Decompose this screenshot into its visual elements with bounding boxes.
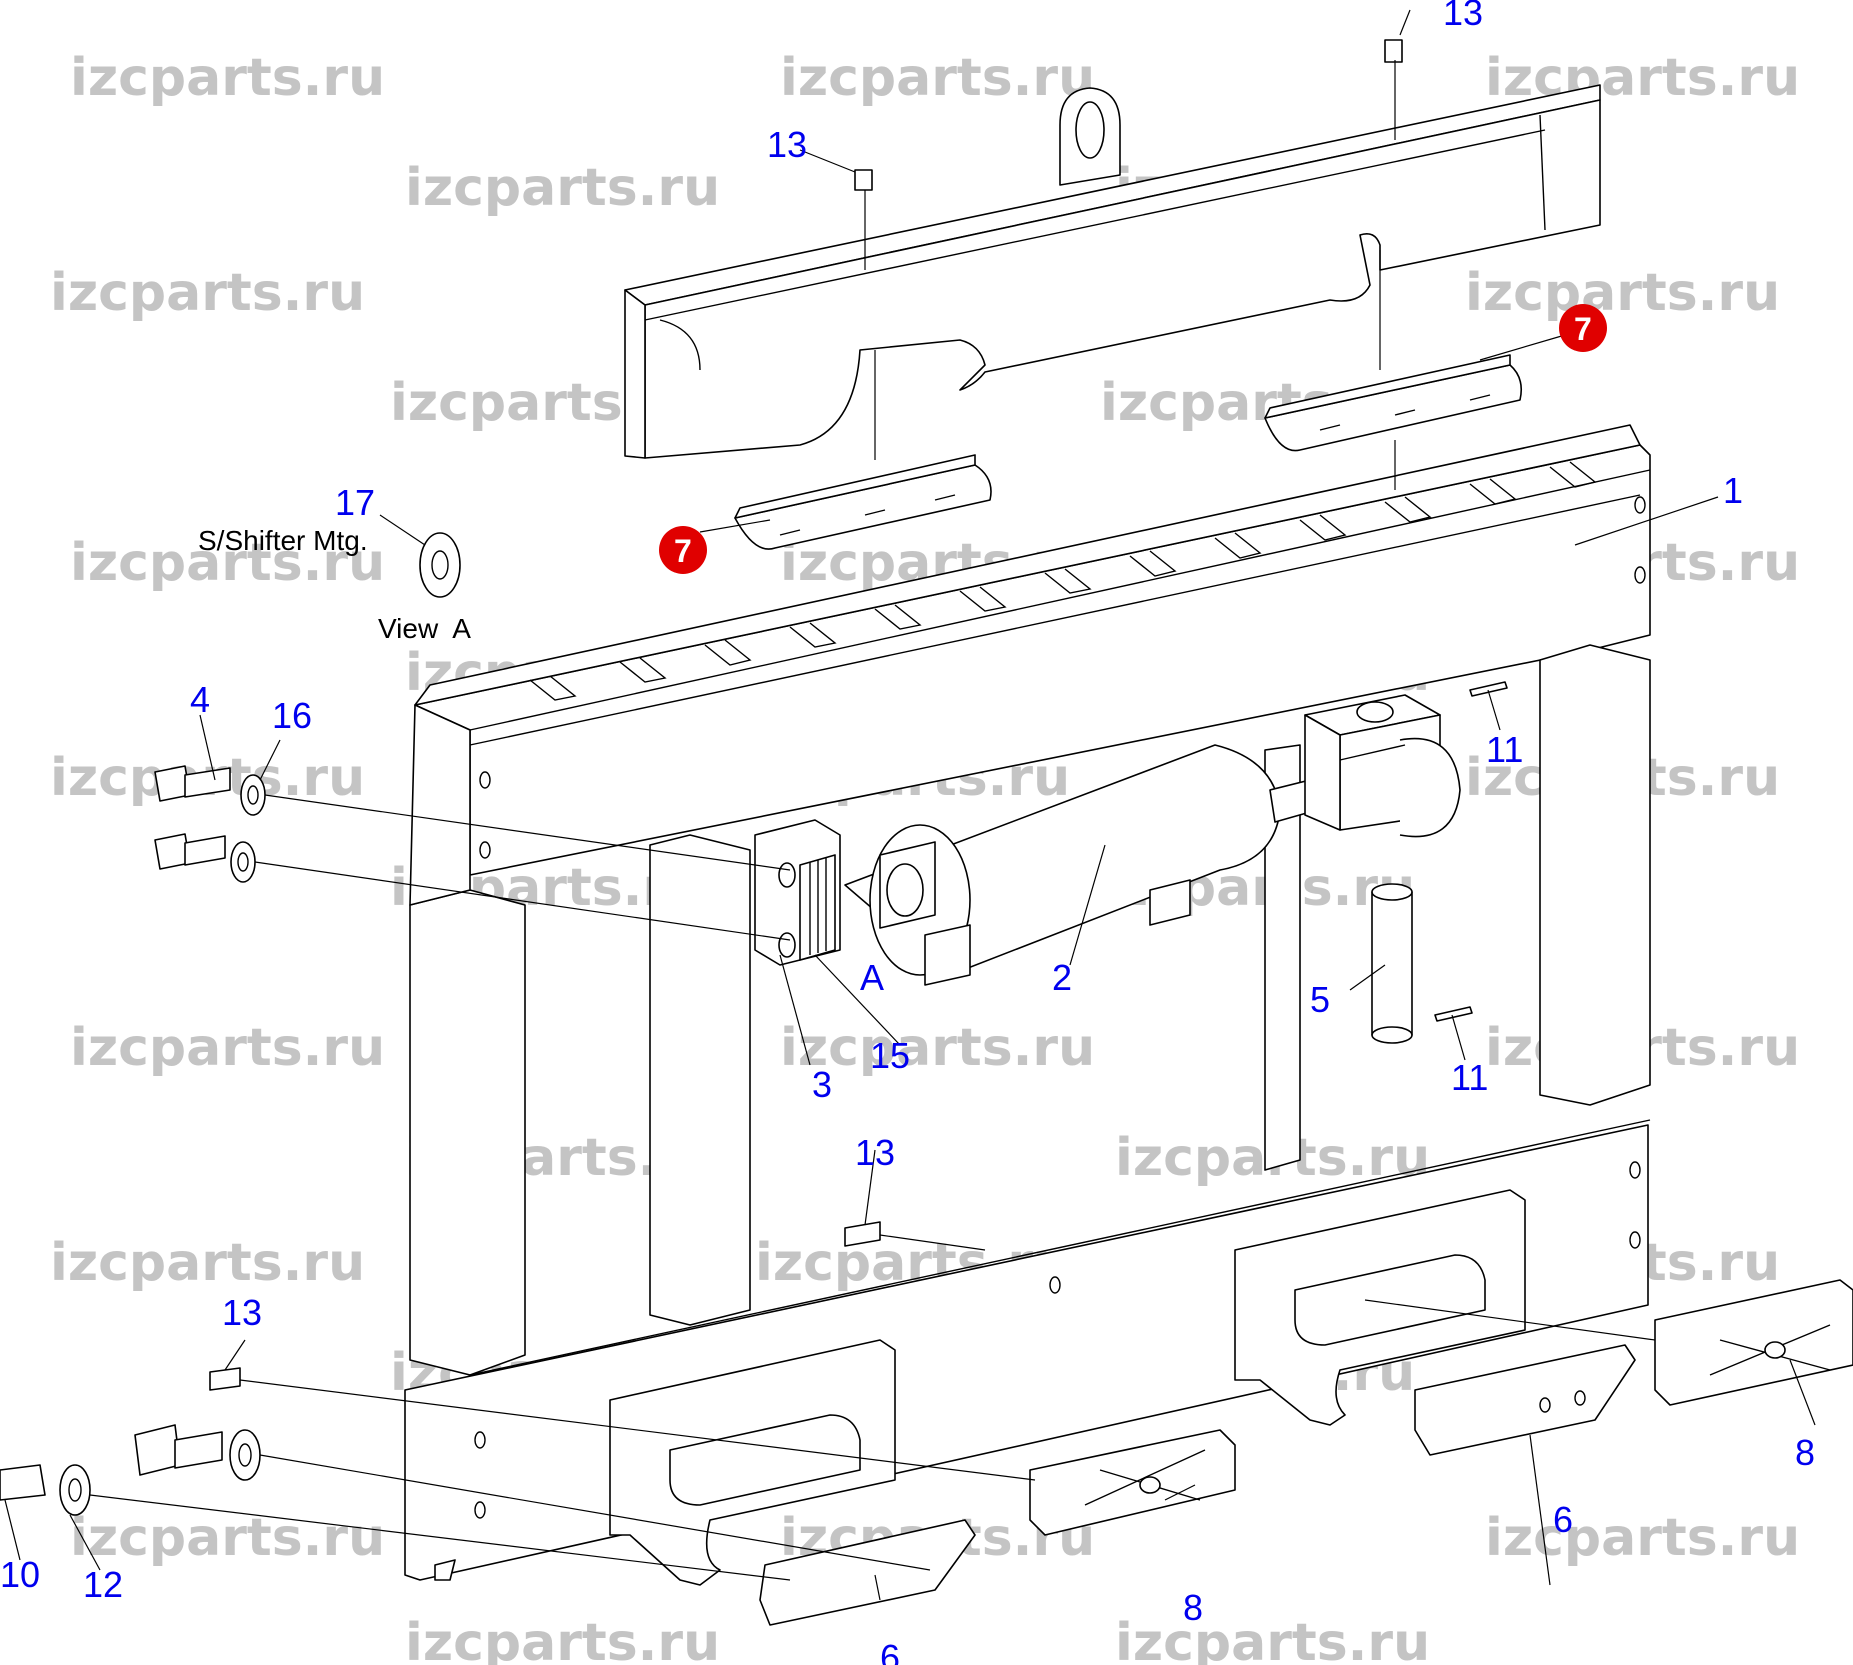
grease-fitting — [209, 39, 1403, 1391]
callout-15: 15 — [870, 1035, 910, 1076]
wear-pad — [734, 354, 1523, 550]
view-a-marker: A — [860, 957, 884, 998]
callout-7-badge — [1559, 304, 1607, 352]
callout-11: 11 — [1486, 729, 1523, 770]
callout-8: 8 — [1795, 1432, 1815, 1473]
view-label: View A — [378, 613, 471, 644]
watermark: izcparts.ru — [1115, 1613, 1430, 1665]
callout-13: 13 — [222, 1292, 262, 1333]
callout-6: 6 — [1553, 1499, 1573, 1540]
watermark: izcparts.ru — [405, 158, 720, 218]
callout-5: 5 — [1310, 979, 1330, 1020]
watermark: izcparts.ru — [50, 1233, 365, 1293]
callout-13: 13 — [767, 124, 807, 165]
top-hook-bar — [624, 84, 1601, 459]
cotter-pin — [1434, 681, 1508, 1022]
callout-17: 17 — [335, 482, 375, 523]
callout-16: 16 — [272, 695, 312, 736]
notes: S/Shifter Mtg. View A — [198, 525, 471, 644]
callout-13: 13 — [855, 1132, 895, 1173]
watermark: izcparts.ru — [70, 1508, 385, 1568]
watermark: izcparts.ru — [1465, 263, 1780, 323]
callout-8: 8 — [1183, 1587, 1203, 1628]
watermark: izcparts.ru — [70, 48, 385, 108]
mounting-bracket — [754, 819, 841, 966]
pin — [1371, 883, 1413, 1044]
bottom-hook — [609, 1189, 1636, 1626]
fork-pad — [1029, 1279, 1853, 1536]
watermark: izcparts.ru — [780, 1018, 1095, 1078]
watermark: izcparts.ru — [780, 48, 1095, 108]
callout-4: 4 — [190, 679, 210, 720]
callout-1: 1 — [1723, 470, 1743, 511]
watermark: izcparts.ru — [1485, 1508, 1800, 1568]
callout-10: 10 — [0, 1554, 40, 1595]
leader-lines — [4, 9, 1816, 1601]
watermark: izcparts.ru — [50, 263, 365, 323]
callout-6: 6 — [880, 1637, 900, 1665]
callouts: 1 2 3 4 5 6 6 8 8 10 11 11 12 13 13 13 1… — [0, 0, 1815, 1665]
callout-7-badge — [659, 526, 707, 574]
watermark: izcparts.ru — [70, 1018, 385, 1078]
callout-7: 7 — [1574, 311, 1592, 347]
callout-2: 2 — [1052, 957, 1072, 998]
shifter-mounting-note: S/Shifter Mtg. — [198, 525, 368, 556]
callout-7: 7 — [674, 533, 692, 569]
watermark: izcparts.ru — [405, 1613, 720, 1665]
callout-11: 11 — [1451, 1057, 1488, 1098]
side-shift-cylinder — [844, 694, 1461, 986]
callout-12: 12 — [83, 1564, 123, 1605]
callout-3: 3 — [812, 1064, 832, 1105]
watermark: izcparts.ru — [70, 533, 385, 593]
reference-lines — [89, 60, 1656, 1581]
callout-13: 13 — [1443, 0, 1483, 33]
